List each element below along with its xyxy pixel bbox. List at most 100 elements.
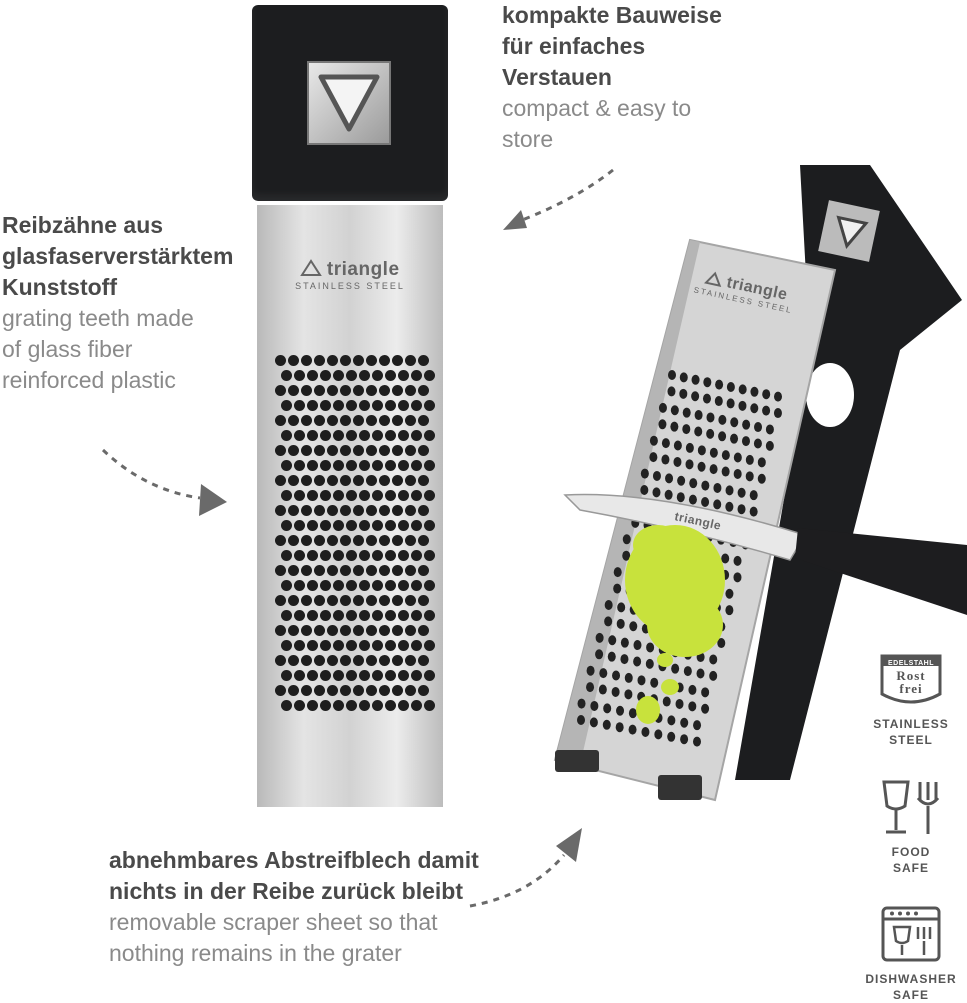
grating-hole [288, 355, 299, 366]
grating-hole [696, 668, 705, 679]
grating-hole [359, 670, 370, 681]
grating-hole [301, 685, 312, 696]
grating-hole [288, 685, 299, 696]
grating-hole [294, 700, 305, 711]
grating-hole [353, 445, 364, 456]
grating-hole [307, 460, 318, 471]
grating-hole [637, 675, 646, 686]
grating-hole [353, 685, 364, 696]
grating-hole [595, 632, 604, 643]
grating-hole [750, 386, 759, 397]
grating-hole [327, 685, 338, 696]
grating-hole [667, 731, 676, 742]
grating-hole [726, 398, 735, 409]
grating-hole [405, 625, 416, 636]
grating-hole [346, 670, 357, 681]
grating-hole [701, 687, 710, 698]
grating-hole [275, 385, 286, 396]
grating-hole [385, 370, 396, 381]
grating-hole [281, 520, 292, 531]
grating-hole [616, 618, 625, 629]
grating-hole [677, 475, 686, 486]
grating-hole [372, 670, 383, 681]
label-compact-en-1: compact & easy to [502, 95, 692, 121]
grating-hole [654, 729, 663, 740]
grating-hole [765, 424, 774, 435]
grating-hole [598, 684, 607, 695]
grating-hole [366, 595, 377, 606]
grating-hole [327, 625, 338, 636]
grating-hole [703, 377, 712, 388]
grating-hole [398, 430, 409, 441]
label-scraper-de-2: nichts in der Reibe zurück bleibt [109, 878, 464, 904]
grating-hole [398, 520, 409, 531]
grating-hole [697, 445, 706, 456]
grating-hole [275, 445, 286, 456]
grating-hole [633, 640, 642, 651]
grating-hole [333, 700, 344, 711]
grating-hole [405, 415, 416, 426]
grating-hole [737, 487, 746, 498]
grating-hole [327, 415, 338, 426]
grating-hole [685, 459, 694, 470]
grating-hole [288, 595, 299, 606]
grating-hole [762, 405, 771, 416]
grating-hole [640, 485, 649, 495]
grating-hole [709, 447, 718, 458]
grating-hole [757, 457, 766, 468]
label-scraper-de-1: abnehmbares Abstreifblech damit [109, 847, 479, 873]
grating-hole [665, 473, 674, 484]
label-scraper: abnehmbares Abstreifblech damit nichts i… [109, 845, 479, 969]
grating-hole [359, 430, 370, 441]
grating-hole [749, 490, 758, 501]
grating-hole [577, 715, 585, 725]
grating-hole [701, 480, 710, 491]
grating-hole [385, 430, 396, 441]
grating-hole [314, 355, 325, 366]
grating-hole [633, 656, 642, 667]
grating-hole [288, 565, 299, 576]
grating-hole [411, 700, 422, 711]
grating-hole [353, 415, 364, 426]
grating-hole [418, 535, 429, 546]
grating-hole [340, 415, 351, 426]
grating-hole [392, 505, 403, 516]
grating-hole [346, 640, 357, 651]
grating-hole [372, 640, 383, 651]
grating-hole [706, 428, 715, 439]
label-teeth: Reibzähne aus glasfaserverstärktem Kunst… [2, 210, 233, 396]
brand-name: triangle [326, 259, 400, 280]
grating-hole [294, 430, 305, 441]
grating-hole [709, 670, 718, 681]
grating-hole [346, 550, 357, 561]
grating-hole [411, 460, 422, 471]
grating-hole [628, 708, 637, 719]
label-teeth-en-1: grating teeth made [2, 305, 194, 331]
grating-hole [586, 665, 595, 676]
grating-hole [392, 445, 403, 456]
grating-hole [617, 602, 626, 613]
arrow-compact [503, 168, 614, 230]
grating-hole [577, 698, 586, 709]
label-compact-en-2: store [502, 126, 554, 152]
grating-hole [773, 408, 782, 419]
grating-hole [353, 535, 364, 546]
grating-hole [340, 535, 351, 546]
grating-hole [353, 565, 364, 576]
grating-hole [288, 415, 299, 426]
dishwasher-caption-1: DISHWASHER [865, 972, 957, 986]
grating-hole [622, 550, 631, 561]
grating-hole [340, 565, 351, 576]
grating-hole [661, 454, 670, 465]
triangle-icon [318, 74, 380, 132]
grating-hole [702, 393, 711, 404]
grating-hole [385, 610, 396, 621]
grating-hole [281, 400, 292, 411]
grating-hole [411, 370, 422, 381]
label-teeth-de-2: glasfaserverstärktem [2, 243, 234, 269]
grating-hole [664, 489, 673, 500]
label-scraper-en-2: nothing remains in the grater [109, 940, 402, 966]
grating-hole [709, 654, 718, 665]
grating-hole [281, 640, 292, 651]
grating-hole [620, 654, 629, 665]
